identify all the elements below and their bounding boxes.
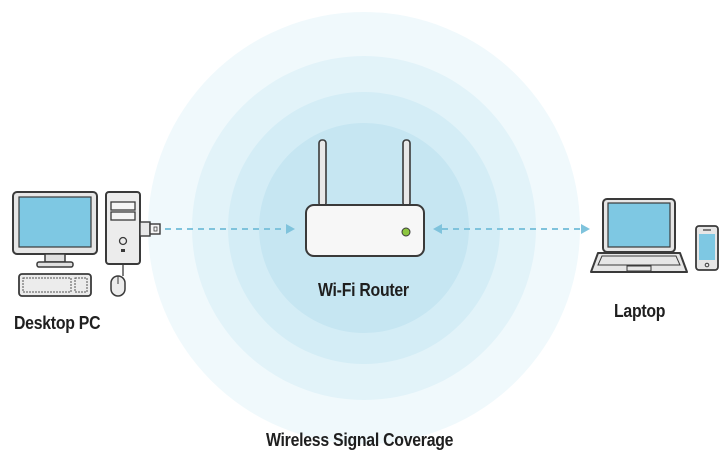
mouse-icon: [110, 264, 126, 297]
laptop-icon[interactable]: [590, 198, 688, 273]
router-label: Wi-Fi Router: [318, 280, 409, 300]
usb-adapter-icon: [139, 221, 161, 237]
desktop-pc-icon[interactable]: [12, 191, 161, 297]
link-laptop-router: [433, 224, 590, 234]
router-icon[interactable]: [305, 139, 425, 257]
status-led-icon: [401, 227, 411, 237]
diagram-title: Wireless Signal Coverage: [266, 430, 454, 450]
arrow-head-icon: [581, 224, 590, 234]
arrow-head-icon: [286, 224, 295, 234]
link-desktop-router: [165, 224, 295, 234]
arrow-head-icon: [433, 224, 442, 234]
keyboard-icon: [18, 273, 92, 297]
smartphone-icon[interactable]: [695, 225, 719, 271]
laptop-label: Laptop: [614, 301, 666, 321]
desktop-pc-label: Desktop PC: [14, 313, 101, 333]
